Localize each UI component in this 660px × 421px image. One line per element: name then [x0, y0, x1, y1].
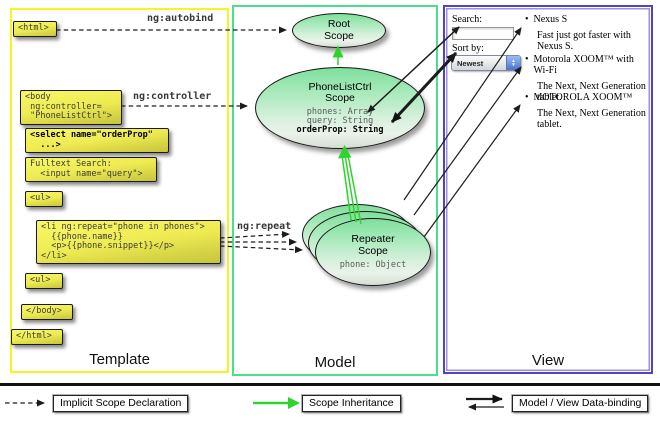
legend-scope-inheritance: Scope Inheritance [302, 395, 401, 412]
phone-desc: The Next, Next Generation tablet. [537, 81, 646, 103]
phone-title: Nexus S [533, 14, 568, 25]
root-scope-title: Root [327, 18, 351, 30]
scope-prop-phone: phone: Object [339, 260, 407, 270]
phone-desc: Fast just got faster with Nexus S. [537, 30, 631, 52]
ng-controller-label: ng:controller [133, 91, 212, 102]
select-stepper-icon: ▲ ▼ [506, 56, 520, 70]
code-line: <select name="orderProp" [30, 130, 153, 140]
phone-list-item: • Motorola XOOM™ with Wi-Fi The Next, Ne… [525, 54, 651, 103]
phone-list-item: • MOTOROLA XOOM™ The Next, Next Generati… [525, 92, 651, 130]
code-line: <p>{{phone.snippet}}</p> [41, 241, 175, 251]
code-line: ng:controller= [25, 101, 102, 112]
html-close-box: </html> [11, 329, 63, 345]
li-repeat-box: <li ng:repeat="phone in phones"> {{phone… [36, 220, 221, 264]
fulltext-search-box: Fulltext Search: <input name="query"> [25, 157, 157, 182]
model-panel-label: Model [314, 354, 356, 371]
code-line: </body> [26, 306, 62, 316]
phonelistctrl-scope-title: PhoneListCtrl [308, 80, 372, 93]
model-panel: Model [232, 5, 438, 376]
search-label: Search: [452, 14, 482, 25]
scope-prop-phones: phones: Array [306, 106, 374, 117]
repeater-scope-title: Repeater [351, 233, 395, 245]
search-input[interactable] [452, 27, 514, 40]
phone-title: Motorola XOOM™ with Wi-Fi [533, 54, 634, 76]
scope-prop-query: query: String [306, 115, 374, 126]
legend-implicit-scope: Implicit Scope Declaration [53, 395, 189, 412]
code-line: </li> [41, 250, 67, 261]
ng-repeat-label: ng:repeat [237, 221, 292, 232]
stepper-down-icon: ▼ [511, 62, 516, 67]
repeater-scope-ellipse-front: Repeater Scope phone: Object [315, 218, 431, 286]
root-scope-title: Scope [324, 29, 354, 42]
phonelistctrl-scope-title: Scope [325, 92, 355, 104]
bullet-icon: • [525, 54, 529, 65]
legend-green-arrowhead [288, 397, 300, 409]
code-line: <input name="query"> [30, 168, 143, 179]
select-box: <select name="orderProp" ...> [25, 128, 169, 153]
body-close-box: </body> [21, 304, 73, 320]
repeater-scope-title: Scope [358, 244, 388, 257]
code-line: <html> [18, 23, 49, 33]
code-line: Fulltext Search: [30, 159, 112, 169]
code-line: <body [25, 92, 51, 102]
sort-select-value: Newest [457, 58, 484, 68]
template-panel-label: Template [89, 351, 150, 368]
legend-separator-line [0, 383, 660, 386]
bullet-icon: • [525, 14, 529, 25]
root-scope-ellipse: Root Scope [292, 13, 386, 48]
html-open-box: <html> [13, 21, 57, 37]
scope-prop-orderprop: orderProp: String [296, 124, 384, 135]
code-line: <ul> [30, 275, 51, 285]
sort-select[interactable]: Newest ▲ ▼ [451, 55, 521, 71]
body-open-box: <body ng:controller= "PhoneListCtrl"> [20, 90, 122, 125]
ng-autobind-label: ng:autobind [147, 13, 214, 24]
ul-close-box: <ul> [25, 273, 63, 289]
view-panel-label: View [531, 352, 565, 369]
phonelistctrl-scope-ellipse: PhoneListCtrl Scope phones: Array query:… [255, 67, 425, 149]
sort-by-label: Sort by: [452, 43, 484, 54]
phone-desc: The Next, Next Generation tablet. [537, 108, 646, 130]
code-line: <li ng:repeat="phone in phones"> [41, 222, 205, 232]
code-line: </html> [16, 331, 52, 341]
code-line: {{phone.name}} [41, 231, 123, 242]
legend-data-binding: Model / View Data-binding [512, 395, 649, 412]
code-line: "PhoneListCtrl"> [25, 111, 112, 121]
bullet-icon: • [525, 92, 529, 103]
phone-list-item: • Nexus S Fast just got faster with Nexu… [525, 14, 651, 52]
code-line: ...> [30, 139, 61, 150]
phone-title: MOTOROLA XOOM™ [533, 92, 633, 103]
code-line: <ul> [30, 193, 51, 203]
ul-open-box: <ul> [25, 191, 63, 207]
